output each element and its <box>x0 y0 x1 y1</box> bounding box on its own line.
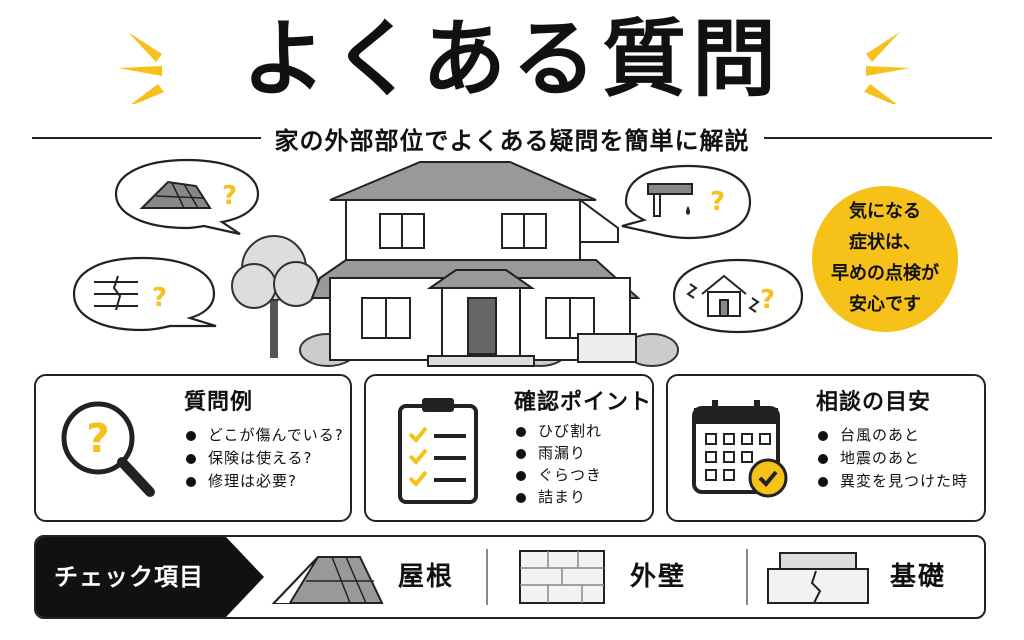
bubble-question-mark: ? <box>760 285 775 315</box>
subtitle-rule-right <box>763 137 992 139</box>
card-title: 相談の目安 <box>816 390 932 415</box>
badge-line: 早めの点検が <box>831 263 939 284</box>
door-icon <box>467 297 497 355</box>
bubble-gutter: ? <box>621 164 752 240</box>
check-item-wall: 外壁 <box>518 537 738 617</box>
foundation-icon <box>767 552 869 604</box>
roof-icon <box>271 556 384 604</box>
check-items-bar: チェック項目 屋根 外壁 基礎 <box>34 535 986 619</box>
clipboard-checklist-icon <box>398 398 478 504</box>
arrow-right-icon <box>226 537 264 617</box>
check-items-label: チェック項目 <box>36 537 226 617</box>
divider <box>746 549 748 605</box>
check-item-label: 基礎 <box>890 562 947 592</box>
check-item-foundation: 基礎 <box>766 537 976 617</box>
card-title: 確認ポイント <box>514 390 653 415</box>
subtitle-row: 家の外部部位でよくある疑問を簡単に解説 <box>32 118 992 158</box>
check-item-roof: 屋根 <box>270 537 480 617</box>
list-item: 台風のあと <box>816 424 968 447</box>
divider <box>486 549 488 605</box>
list-item: 修理は必要? <box>184 470 344 493</box>
check-item-label: 屋根 <box>398 562 455 592</box>
bubble-question-mark: ? <box>710 187 725 217</box>
left-burst-icon <box>118 32 164 104</box>
wall-crack-question-icon <box>94 275 138 311</box>
svg-text:?: ? <box>86 416 109 462</box>
house-shake-question-icon <box>686 274 760 317</box>
list-item: 地震のあと <box>816 447 968 470</box>
bubble-wall: ? <box>72 256 217 332</box>
bubble-question-mark: ? <box>152 283 167 313</box>
card-list: どこが傷んでいる? 保険は使える? 修理は必要? <box>184 424 344 493</box>
list-item: どこが傷んでいる? <box>184 424 344 447</box>
bubble-question-mark: ? <box>222 181 237 211</box>
list-item: ひび割れ <box>514 420 602 442</box>
card-question-examples: ? 質問例 どこが傷んでいる? 保険は使える? 修理は必要? <box>34 374 352 522</box>
bubble-house: ? <box>672 258 804 334</box>
list-item: 雨漏り <box>514 442 602 464</box>
bubble-roof: ? <box>114 158 260 236</box>
card-consult-guide: 相談の目安 台風のあと 地震のあと 異変を見つけた時 <box>666 374 986 522</box>
calendar-check-icon <box>692 400 788 498</box>
card-list: ひび割れ 雨漏り ぐらつき 詰まり <box>514 420 602 508</box>
list-item: 異変を見つけた時 <box>816 470 968 493</box>
advice-badge-text: 気になる 症状は、 早めの点検が 安心です <box>812 196 958 320</box>
roof-question-icon <box>139 180 212 209</box>
advice-badge <box>812 186 958 332</box>
list-item: 保険は使える? <box>184 447 344 470</box>
badge-line: 症状は、 <box>849 232 921 253</box>
card-title: 質問例 <box>184 390 254 415</box>
right-burst-icon <box>864 32 910 104</box>
house-illustration <box>231 161 679 367</box>
list-item: 詰まり <box>514 486 602 508</box>
wall-icon <box>519 550 605 604</box>
list-item: ぐらつき <box>514 464 602 486</box>
subtitle-rule-left <box>32 137 261 139</box>
check-item-label: 外壁 <box>630 562 687 592</box>
card-check-points: 確認ポイント ひび割れ 雨漏り ぐらつき 詰まり <box>364 374 654 522</box>
badge-line: 気になる <box>849 201 921 222</box>
card-list: 台風のあと 地震のあと 異変を見つけた時 <box>816 424 968 493</box>
gutter-leak-question-icon <box>647 183 693 217</box>
tree-icon <box>231 235 319 358</box>
page-title: よくある質問 <box>241 10 782 108</box>
subtitle: 家の外部部位でよくある疑問を簡単に解説 <box>274 126 750 155</box>
magnifier-question-icon: ? <box>61 401 155 497</box>
badge-line: 安心です <box>849 294 921 315</box>
